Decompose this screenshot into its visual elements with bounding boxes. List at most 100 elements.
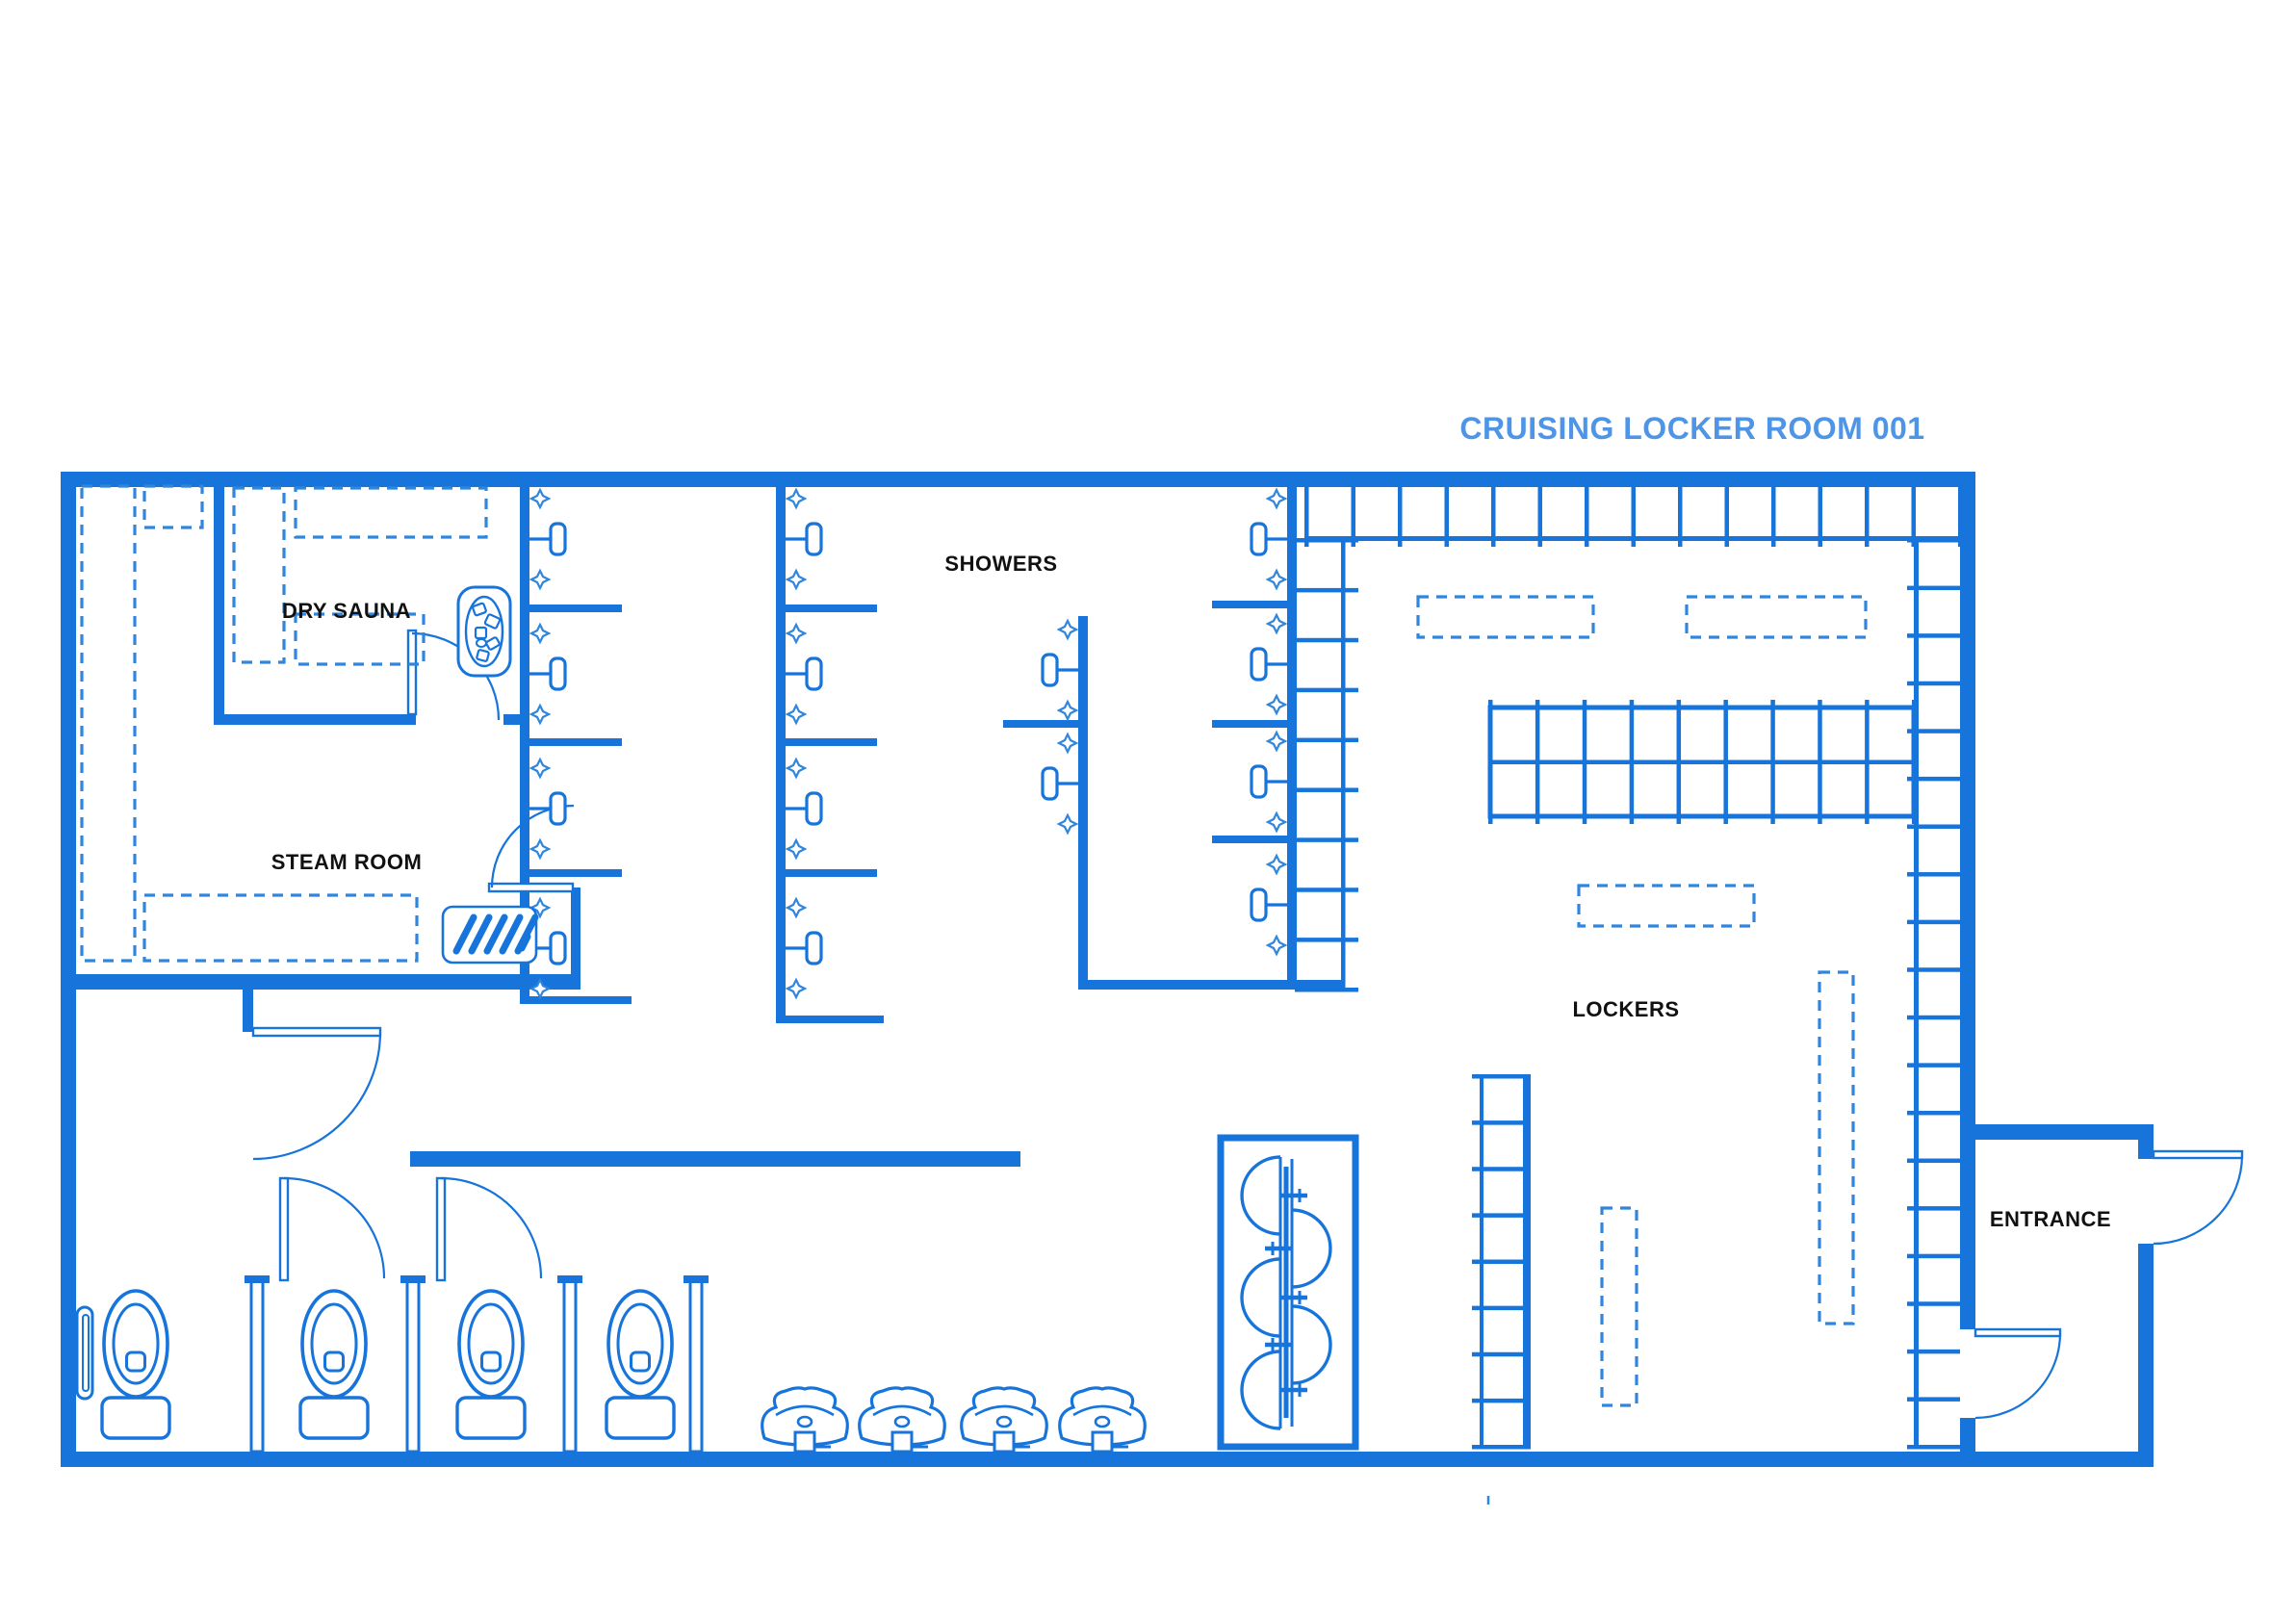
locker-divider: [1472, 1213, 1531, 1218]
locker-divider: [1818, 700, 1822, 824]
locker-divider: [1907, 1206, 1960, 1211]
stall-divider: [529, 605, 622, 612]
locker-divider: [1907, 776, 1960, 782]
vestibule-inner-door-leaf: [1974, 1327, 2062, 1338]
vestibule-wall-inner-stub: [1960, 1418, 1975, 1452]
shower-head-icon: [1250, 522, 1287, 556]
locker-divider: [1907, 681, 1960, 686]
locker-divider: [1295, 737, 1358, 743]
toilet-stall-wall-cap: [400, 1275, 426, 1283]
urinal-icon: [1058, 1386, 1147, 1454]
vestibule-wall-right: [2138, 1244, 2154, 1452]
locker-divider: [1295, 587, 1358, 593]
toilets: [75, 1275, 709, 1454]
locker-divider: [1907, 729, 1960, 733]
outer-wall-bottom: [61, 1452, 2154, 1467]
locker-divider: [1911, 487, 1916, 547]
shower-head-icon: [529, 931, 567, 965]
locker-divider: [1907, 585, 1960, 591]
locker-divider: [1398, 487, 1403, 547]
valve-icon: [1265, 612, 1288, 635]
valve-icon: [529, 703, 552, 726]
valve-icon: [785, 977, 808, 1000]
valve-icon: [1265, 853, 1288, 876]
stall-divider: [529, 738, 622, 746]
sauna-heater: [456, 585, 512, 678]
shower-head-icon: [529, 791, 567, 826]
shower-head-icon: [1041, 766, 1078, 801]
valve-icon: [785, 622, 808, 645]
toilet-stall-door-leaf: [435, 1176, 447, 1282]
locker-divider: [1629, 700, 1635, 824]
sauna-bench-lower: [294, 612, 426, 666]
urinals: [761, 1386, 1147, 1454]
outer-wall-left: [61, 472, 76, 1467]
valve-icon: [529, 837, 552, 861]
valve-icon: [785, 837, 808, 861]
locker-divider: [1295, 938, 1358, 942]
locker-divider: [1907, 824, 1960, 829]
locker-divider: [1304, 487, 1309, 547]
locker-col-baseline: [1341, 540, 1346, 990]
valve-icon: [1056, 618, 1079, 641]
locker-divider: [1472, 1305, 1531, 1311]
locker-divider: [1865, 487, 1870, 547]
lockers-bench: [1577, 884, 1756, 928]
locker-divider: [1444, 487, 1449, 547]
sink-icon: [1240, 1350, 1307, 1430]
steam-room-door-stub: [571, 888, 580, 984]
shower-head-icon: [786, 522, 823, 556]
valve-icon: [785, 757, 808, 780]
valve-icon: [1265, 568, 1288, 591]
locker-divider: [1770, 700, 1775, 824]
sauna-bench-top: [294, 486, 488, 539]
stall-divider: [1212, 720, 1287, 728]
shower-head-icon: [786, 656, 823, 691]
locker-divider: [1676, 700, 1682, 824]
misc-fixtures: [441, 585, 1490, 1505]
shower-head-icon: [786, 931, 823, 965]
steam-room-door-leaf: [487, 882, 575, 893]
benches: [80, 484, 1868, 1407]
shower-head-icon: [529, 522, 567, 556]
locker-divider: [1907, 1063, 1960, 1068]
stall-divider: [1212, 601, 1287, 608]
sink-island: [1217, 1134, 1359, 1451]
outer-wall-right: [1960, 487, 1975, 1139]
locker-divider: [1631, 487, 1636, 547]
locker-divider: [1865, 700, 1870, 824]
toilet-room-door-stub: [243, 990, 253, 1032]
locker-divider: [1295, 888, 1358, 892]
locker-divider: [1535, 700, 1540, 824]
showers-wall-a: [520, 487, 529, 1004]
stall-divider: [1212, 836, 1287, 843]
heater-rock: [483, 613, 502, 630]
room-label-entrance: ENTRANCE: [1990, 1207, 2111, 1231]
valve-icon: [1056, 732, 1079, 755]
shower-partitions: [529, 601, 1287, 877]
shower-heads: [529, 487, 1288, 1000]
heater-rock: [485, 636, 501, 651]
valve-icon: [1265, 693, 1288, 716]
locker-divider: [1723, 700, 1728, 824]
steam-room-bench-horizontal: [142, 893, 419, 963]
locker-divider: [1907, 1445, 1960, 1450]
sauna-wall-bottom-stub: [503, 714, 529, 725]
locker-grids: [1295, 487, 1963, 1450]
locker-divider: [1582, 700, 1587, 824]
sink-icon: [1265, 1304, 1332, 1385]
locker-divider: [1295, 538, 1358, 543]
locker-divider: [1351, 487, 1355, 547]
toilet-stall-door-swing: [440, 1176, 543, 1279]
sink-icon: [1265, 1208, 1332, 1289]
locker-divider: [1585, 487, 1589, 547]
toilet-stall-wall: [405, 1278, 421, 1454]
shower-head-icon: [1250, 764, 1287, 799]
room-label-steam-room: STEAM ROOM: [271, 850, 423, 874]
lockers-bench-vertical: [1818, 970, 1855, 1325]
toilet-stall-wall: [562, 1278, 578, 1454]
stall-divider: [786, 869, 877, 877]
sauna-door-leaf: [406, 629, 418, 716]
locker-divider: [1472, 1445, 1531, 1450]
